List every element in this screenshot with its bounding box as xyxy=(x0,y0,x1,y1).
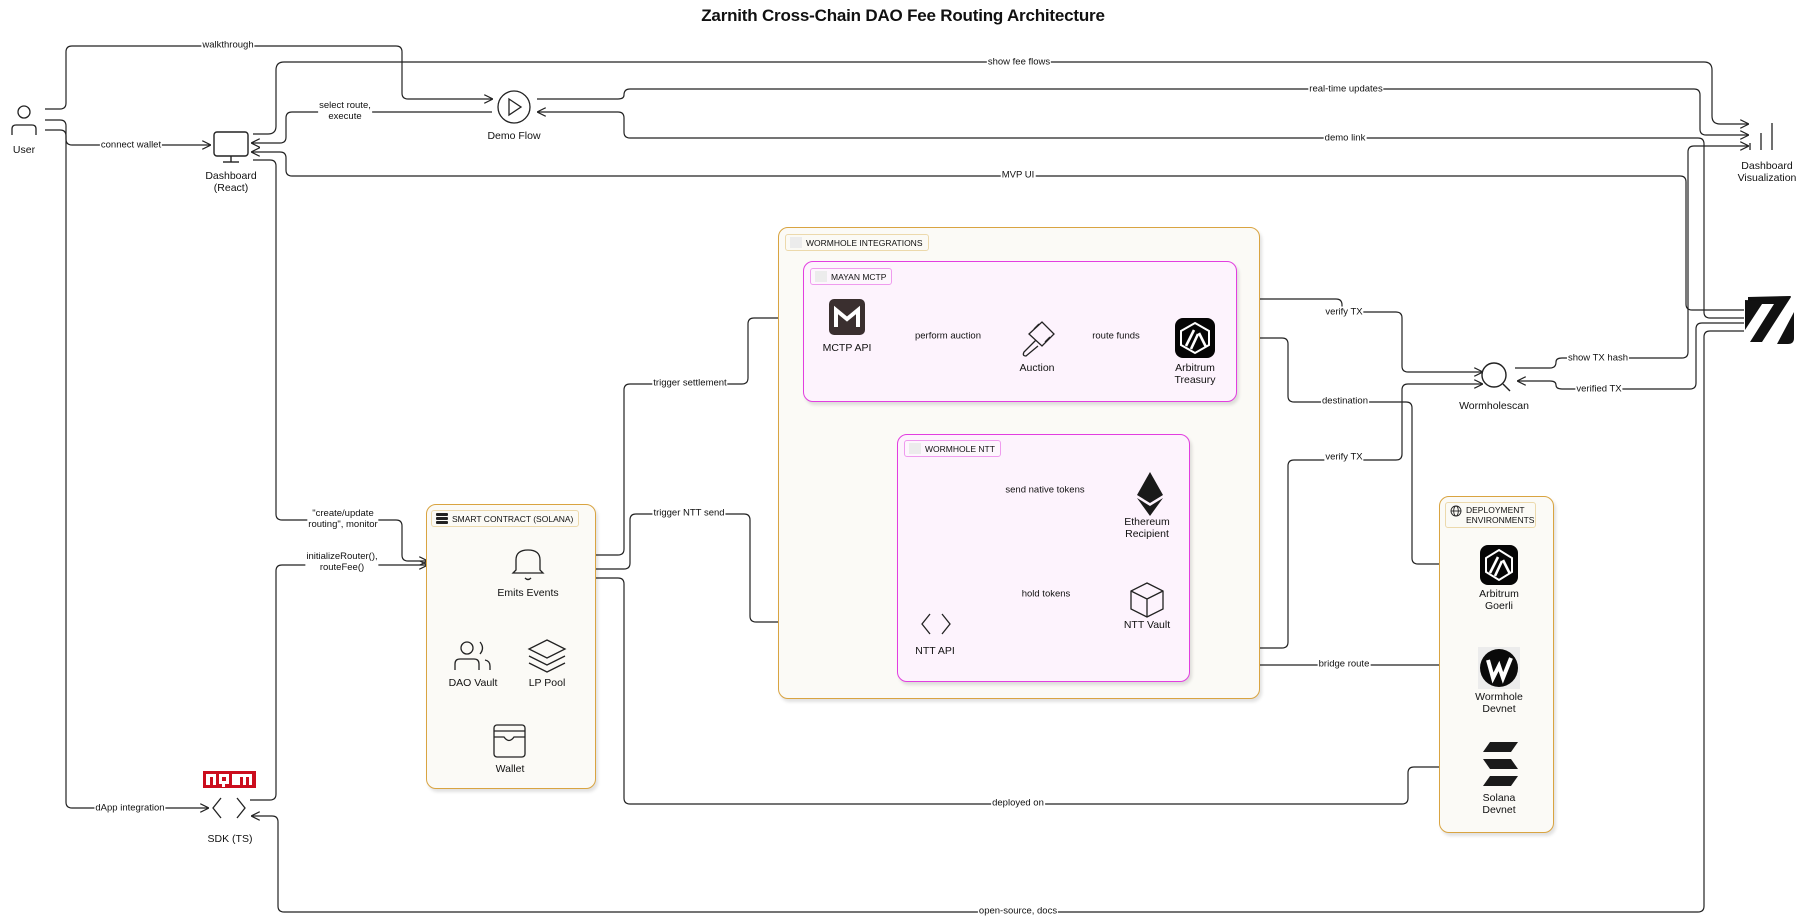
edge-label-initialize-router: initializeRouter(), routeFee() xyxy=(305,551,379,573)
edge-label-trigger-ntt-send: trigger NTT send xyxy=(652,507,726,519)
npm-logo-icon xyxy=(203,771,256,788)
group-swatch xyxy=(790,237,802,248)
gavel-icon[interactable] xyxy=(1022,321,1055,357)
globe-icon xyxy=(1450,505,1462,517)
edge-label-verified-tx: verified TX xyxy=(1575,383,1623,395)
database-icon xyxy=(436,513,448,524)
group-label-wormhole-integrations: WORMHOLE INTEGRATIONS xyxy=(785,234,929,251)
mayan-logo-icon[interactable] xyxy=(829,299,865,335)
node-label-demo-flow: Demo Flow xyxy=(487,130,541,142)
edge-label-show-tx-hash: show TX hash xyxy=(1566,352,1630,364)
search-icon[interactable] xyxy=(1481,362,1511,392)
node-label-emits-events: Emits Events xyxy=(497,587,559,599)
monitor-icon[interactable] xyxy=(213,131,249,163)
edge-label-create-update: "create/update routing", monitor xyxy=(307,508,379,530)
group-smart-contract: SMART CONTRACT (SOLANA) xyxy=(426,504,596,789)
wallet-icon[interactable] xyxy=(493,724,526,758)
edge-label-deployed-on: deployed on xyxy=(991,797,1045,809)
edge-label-open-source-docs: open-source, docs xyxy=(977,905,1059,917)
users-icon[interactable] xyxy=(454,641,491,670)
edge-show-tx-hash xyxy=(1515,146,1748,369)
node-label-auction: Auction xyxy=(1019,362,1055,374)
node-label-ntt-vault: NTT Vault xyxy=(1123,619,1171,631)
ethereum-icon[interactable] xyxy=(1137,472,1163,516)
node-label-solana-devnet: Solana Devnet xyxy=(1482,792,1516,816)
node-label-dashboard-viz: Dashboard Visualization xyxy=(1737,160,1797,184)
bar-chart-icon[interactable] xyxy=(1749,123,1773,150)
node-label-ethereum-recipient: Ethereum Recipient xyxy=(1124,516,1170,540)
edge-label-perform-auction: perform auction xyxy=(913,330,983,342)
node-label-ntt-api: NTT API xyxy=(915,645,955,657)
node-label-wormholescan: Wormholescan xyxy=(1459,400,1529,412)
edge-select-route xyxy=(252,111,492,143)
edge-label-walkthrough: walkthrough xyxy=(201,39,255,51)
edge-dapp-integration xyxy=(45,129,208,808)
group-mayan-mctp: MAYAN MCTP xyxy=(803,261,1237,402)
zarnith-logo-icon[interactable] xyxy=(1745,296,1794,344)
layers-icon[interactable] xyxy=(527,639,567,673)
edge-label-dapp-integration: dApp integration xyxy=(94,802,166,814)
group-wormhole-ntt: WORMHOLE NTT xyxy=(897,434,1190,682)
edge-verified-tx xyxy=(1518,322,1744,390)
edge-label-trigger-settlement: trigger settlement xyxy=(652,377,728,389)
node-label-mctp-api: MCTP API xyxy=(822,342,872,354)
code-icon[interactable] xyxy=(921,613,951,635)
edge-label-mvp-ui: MVP UI xyxy=(1000,169,1036,181)
edge-label-connect-wallet: connect wallet xyxy=(99,139,163,151)
node-label-dashboard: Dashboard (React) xyxy=(205,170,257,194)
group-label-smart-contract: SMART CONTRACT (SOLANA) xyxy=(431,510,580,527)
node-label-lp-pool: LP Pool xyxy=(528,677,566,689)
edge-label-route-funds: route funds xyxy=(1091,330,1141,342)
group-label-deployment-environments: DEPLOYMENT ENVIRONMENTS xyxy=(1445,502,1536,528)
arbitrum-logo-icon[interactable] xyxy=(1175,318,1215,358)
node-label-sdk: SDK (TS) xyxy=(207,833,253,845)
node-label-wallet: Wallet xyxy=(495,763,525,775)
edge-label-show-fee-flows: show fee flows xyxy=(986,56,1052,68)
node-label-wormhole-devnet: Wormhole Devnet xyxy=(1475,691,1523,715)
arbitrum-logo-icon[interactable] xyxy=(1480,545,1518,585)
edge-label-select-route: select route, execute xyxy=(318,100,372,122)
node-label-user: User xyxy=(12,144,36,156)
group-label-mayan-mctp: MAYAN MCTP xyxy=(810,268,893,285)
group-label-wormhole-ntt: WORMHOLE NTT xyxy=(904,440,1001,457)
group-swatch xyxy=(909,443,921,454)
edge-label-send-native-tokens: send native tokens xyxy=(1004,484,1086,496)
edge-label-real-time-updates: real-time updates xyxy=(1308,83,1384,95)
cube-icon[interactable] xyxy=(1130,582,1164,618)
code-icon[interactable] xyxy=(212,797,246,819)
edge-connect-wallet xyxy=(45,119,210,145)
group-swatch xyxy=(815,271,827,282)
edge-real-time-updates xyxy=(537,88,1748,135)
edge-label-hold-tokens: hold tokens xyxy=(1020,588,1072,600)
edge-initialize-router xyxy=(250,565,427,801)
edge-label-demo-link: demo link xyxy=(1323,132,1367,144)
node-label-arbitrum-goerli: Arbitrum Goerli xyxy=(1479,588,1519,612)
solana-logo-icon[interactable] xyxy=(1483,742,1518,786)
edge-label-verify-tx-1: verify TX xyxy=(1324,306,1364,318)
diagram-title: Zarnith Cross-Chain DAO Fee Routing Arch… xyxy=(701,6,1105,25)
play-icon[interactable] xyxy=(497,90,531,124)
edge-demo-link xyxy=(538,112,1744,319)
edge-mvp-ui xyxy=(252,152,1744,311)
edge-label-verify-tx-2: verify TX xyxy=(1324,451,1364,463)
edge-label-destination: destination xyxy=(1321,395,1369,407)
wormhole-logo-icon[interactable] xyxy=(1478,647,1520,689)
node-label-arbitrum-treasury: Arbitrum Treasury xyxy=(1174,362,1216,386)
node-label-dao-vault: DAO Vault xyxy=(448,677,498,689)
edge-label-bridge-route: bridge route xyxy=(1317,658,1371,670)
user-icon[interactable] xyxy=(11,105,37,135)
bell-icon[interactable] xyxy=(511,549,545,581)
